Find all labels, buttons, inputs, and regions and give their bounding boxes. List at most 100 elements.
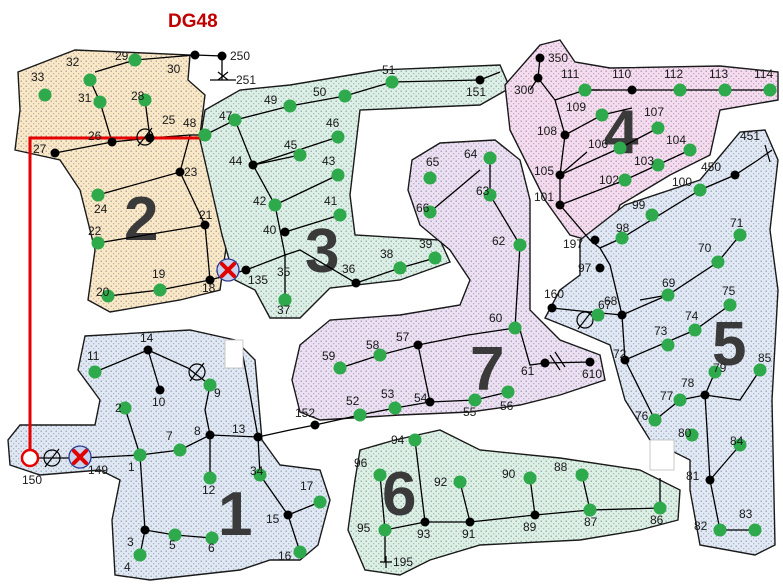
bus-node: 71 bbox=[730, 216, 747, 242]
load-node-marker bbox=[283, 99, 297, 113]
bus-node-label: 46 bbox=[326, 116, 340, 130]
load-node-marker bbox=[711, 255, 725, 269]
bus-node-label: 87 bbox=[584, 515, 598, 529]
bus-node: 195 bbox=[393, 555, 413, 569]
bus-node-label: 107 bbox=[644, 105, 664, 119]
bus-node-label: 68 bbox=[604, 294, 618, 308]
zone-6-region bbox=[347, 429, 681, 576]
load-node-marker bbox=[648, 413, 662, 427]
junction-node-marker bbox=[730, 170, 740, 180]
switch-symbols bbox=[43, 71, 773, 568]
bus-node-label: 51 bbox=[382, 63, 396, 77]
junction-node-marker bbox=[280, 227, 290, 237]
zone-regions bbox=[7, 39, 779, 581]
load-node-marker bbox=[453, 475, 467, 489]
load-node-marker bbox=[228, 113, 242, 127]
load-node-marker bbox=[661, 338, 675, 352]
bus-node-label: 55 bbox=[463, 405, 477, 419]
load-node-marker bbox=[673, 393, 687, 407]
bus-node-label: 66 bbox=[416, 201, 430, 215]
bus-node: 61 bbox=[521, 358, 550, 378]
bus-node-label: 7 bbox=[166, 429, 173, 443]
load-node-marker bbox=[91, 188, 105, 202]
bus-node-label: 451 bbox=[740, 129, 760, 143]
bus-node: 64 bbox=[464, 147, 497, 165]
bus-node: 19 bbox=[152, 267, 167, 297]
bus-node: 29 bbox=[115, 49, 142, 67]
bus-node: 112 bbox=[664, 67, 687, 97]
load-node-marker bbox=[708, 365, 722, 379]
bus-node-label: 112 bbox=[664, 67, 683, 81]
bus-node: 11 bbox=[87, 349, 102, 379]
bus-node-label: 100 bbox=[672, 175, 692, 189]
bus-node: 17 bbox=[300, 479, 327, 509]
bus-node-label: 49 bbox=[264, 93, 278, 107]
bus-node: 30 bbox=[167, 50, 200, 76]
bus-node-label: 90 bbox=[502, 467, 516, 481]
bus-node: 27 bbox=[33, 142, 60, 158]
junction-node-marker bbox=[217, 51, 227, 61]
bus-node-label: 20 bbox=[96, 285, 110, 299]
bus-node: 97 bbox=[578, 261, 605, 275]
bus-node: 37 bbox=[277, 293, 292, 317]
bus-node: 106 bbox=[588, 137, 627, 155]
bus-node-label: 99 bbox=[632, 198, 646, 212]
bus-node: 55 bbox=[463, 393, 482, 419]
bus-node: 86 bbox=[650, 501, 667, 527]
open-tie-box bbox=[224, 339, 244, 369]
bus-node-label: 59 bbox=[322, 349, 336, 363]
bus-node: 6 bbox=[205, 531, 219, 555]
bus-node: 93 bbox=[417, 517, 431, 541]
bus-node-label: 60 bbox=[489, 311, 503, 325]
load-node-marker bbox=[93, 95, 107, 109]
bus-node: 74 bbox=[685, 309, 702, 337]
load-node-marker bbox=[613, 141, 627, 155]
regulator-arrow bbox=[577, 310, 593, 330]
bus-node-label: 12 bbox=[202, 483, 216, 497]
bus-node-label: 74 bbox=[685, 309, 699, 323]
load-node-marker bbox=[618, 173, 632, 187]
load-node-marker bbox=[645, 208, 659, 222]
bus-node-label: 113 bbox=[709, 67, 728, 81]
bus-node: 78 bbox=[681, 376, 710, 400]
junction-node-marker bbox=[413, 340, 423, 350]
load-node-marker bbox=[651, 158, 665, 172]
load-node-marker bbox=[138, 93, 152, 107]
load-node-marker bbox=[733, 438, 747, 452]
bus-node-label: 151 bbox=[466, 85, 486, 99]
bus-node: 46 bbox=[326, 116, 345, 144]
zone-4-label: 4 bbox=[604, 98, 639, 167]
load-node-marker bbox=[385, 75, 399, 89]
load-node-marker bbox=[683, 143, 697, 157]
zone-7-region bbox=[291, 139, 606, 421]
bus-node: 68 bbox=[604, 294, 627, 320]
junction-node-marker bbox=[143, 345, 153, 355]
load-node-marker bbox=[483, 188, 497, 202]
bus-node: 85 bbox=[753, 351, 772, 377]
dg-source-marker bbox=[20, 448, 40, 468]
bus-node: 8 bbox=[194, 424, 215, 440]
bus-node-label: 19 bbox=[152, 267, 166, 281]
bus-node: 13 bbox=[232, 422, 263, 442]
bus-node: 81 bbox=[686, 469, 715, 485]
bus-node-label: 610 bbox=[582, 367, 602, 381]
regulator-arrow bbox=[189, 362, 205, 382]
bus-node: 80 bbox=[678, 426, 699, 442]
load-node-marker bbox=[753, 363, 767, 377]
bus-node: 57 bbox=[396, 330, 423, 350]
load-node-marker bbox=[38, 88, 52, 102]
junction-node-marker bbox=[175, 167, 185, 177]
zone-6-label: 6 bbox=[382, 460, 416, 529]
bus-node: 160 bbox=[544, 287, 564, 313]
bus-node-label: 75 bbox=[722, 284, 736, 298]
bus-node-label: 17 bbox=[300, 479, 314, 493]
bus-node: 109 bbox=[566, 100, 609, 122]
load-node-marker bbox=[651, 121, 665, 135]
bus-node-label: 80 bbox=[678, 426, 692, 440]
bus-node-label: 34 bbox=[250, 464, 264, 478]
load-node-marker bbox=[685, 428, 699, 442]
bus-node-label: 47 bbox=[219, 109, 233, 123]
load-node-marker bbox=[268, 198, 282, 212]
bus-node: 350 bbox=[535, 51, 568, 65]
